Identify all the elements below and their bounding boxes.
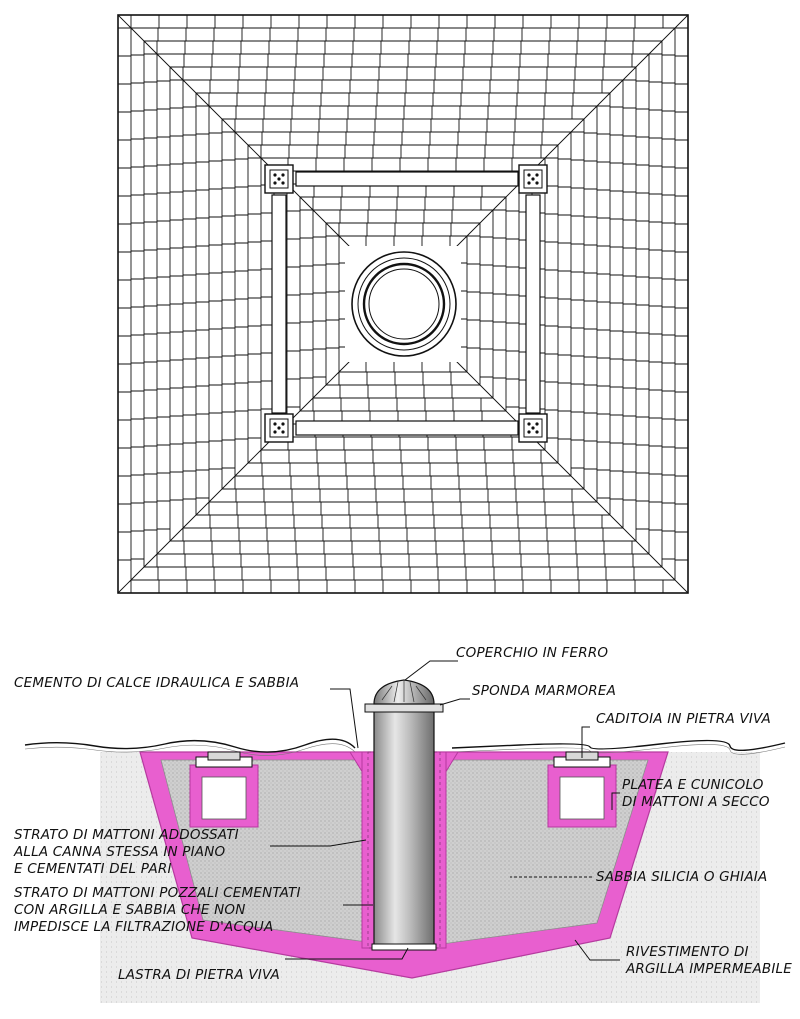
left-chamber: [189, 751, 259, 828]
corner-drain: [518, 413, 548, 443]
label-lime-cement: CEMENTO DI CALCE IDRAULICA E SABBIA: [14, 675, 299, 691]
label-clay-1: RIVESTIMENTO DI: [626, 944, 749, 960]
label-stone-drain: CADITOIA IN PIETRA VIVA: [596, 711, 771, 727]
leader-lines: [270, 660, 620, 961]
plan-view: [117, 14, 689, 594]
stone-slab: [371, 943, 437, 951]
label-well-bricks-2: CON ARGILLA E SABBIA CHE NON: [14, 902, 246, 918]
label-well-bricks-3: IMPEDISCE LA FILTRAZIONE D'ACQUA: [14, 919, 273, 935]
corner-drain: [518, 164, 548, 194]
drainage-channels: [271, 171, 541, 436]
corner-drain: [264, 164, 294, 194]
label-bricks-flat-1: STRATO DI MATTONI ADDOSSATI: [14, 827, 239, 843]
label-sand: SABBIA SILICIA O GHIAIA: [596, 869, 767, 885]
label-clay-2: ARGILLA IMPERMEABILE: [625, 961, 792, 977]
brick-courses: [117, 14, 689, 594]
well-mouth-plan: [351, 251, 457, 357]
channel-bottom: [295, 420, 519, 436]
well-pipe: [373, 707, 435, 949]
label-cover: COPERCHIO IN FERRO: [456, 645, 608, 661]
channel-left: [271, 194, 287, 414]
section-labels: COPERCHIO IN FERRO CEMENTO DI CALCE IDRA…: [13, 645, 792, 983]
channel-top: [295, 171, 519, 187]
marble-rim: [364, 703, 444, 713]
corner-drains: [264, 164, 548, 443]
label-bricks-flat-2: ALLA CANNA STESSA IN PIANO: [13, 844, 226, 860]
label-platform-2: DI MATTONI A SECCO: [622, 794, 770, 810]
label-well-bricks-1: STRATO DI MATTONI POZZALI CEMENTATI: [14, 885, 301, 901]
section-view: COPERCHIO IN FERRO CEMENTO DI CALCE IDRA…: [13, 645, 792, 1003]
label-stone-slab: LASTRA DI PIETRA VIVA: [118, 967, 280, 983]
well-shaft: [349, 679, 459, 951]
corner-drain: [264, 413, 294, 443]
label-bricks-flat-3: E CEMENTATI DEL PARI: [14, 861, 172, 877]
right-chamber: [547, 751, 617, 828]
channel-right: [525, 194, 541, 414]
label-marble-rim: SPONDA MARMOREA: [472, 683, 616, 699]
label-platform-1: PLATEA E CUNICOLO: [622, 777, 764, 793]
terrain-line: [24, 738, 786, 753]
